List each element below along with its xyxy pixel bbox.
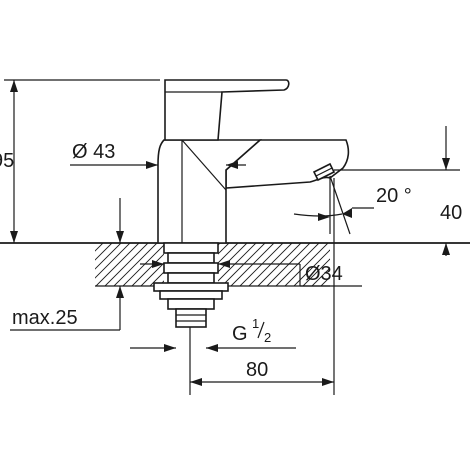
label-max-thickness: max.25 <box>12 307 78 329</box>
hatch-line <box>320 276 330 286</box>
hatch-line <box>339 243 382 286</box>
arrow-right-80 <box>322 378 334 386</box>
hatch-line <box>113 243 158 286</box>
body-bevel-line <box>181 139 227 191</box>
hatch-line <box>311 267 330 286</box>
arrow-angle-right <box>342 208 352 218</box>
label-thread-num: 1 <box>252 316 259 331</box>
label-shank-diameter: Ø34 <box>305 263 343 285</box>
arrow-right-34 <box>152 260 164 268</box>
shank-ring-1 <box>167 252 215 264</box>
hatch-line <box>95 243 104 252</box>
arrow-right-thread <box>164 344 176 352</box>
arrow-left-43 <box>226 161 238 169</box>
dimension-body-diameter: Ø 43 <box>70 141 246 169</box>
label-reach: 80 <box>246 359 268 381</box>
fixing-nut <box>159 290 223 300</box>
hatch-line <box>293 249 330 286</box>
hatch-line <box>95 243 140 286</box>
arrow-left-thread <box>206 344 218 352</box>
hatch-line <box>357 243 400 286</box>
angle-flow-line <box>329 175 351 235</box>
arrow-up-25 <box>116 286 124 298</box>
hatch-line <box>284 243 329 286</box>
shank-ring-2 <box>163 262 219 274</box>
aerator-detail <box>315 167 333 177</box>
hatch-line <box>104 243 149 286</box>
hatch-line <box>95 243 131 279</box>
hatch-line <box>95 243 113 261</box>
arrow-angle-left <box>318 213 330 221</box>
dimension-spout-angle: 20 ° <box>293 175 412 235</box>
arrow-down-40 <box>442 158 450 170</box>
dimension-reach: 80 <box>190 178 335 395</box>
hatch-line <box>348 243 391 286</box>
label-height-total: 95 <box>0 150 14 172</box>
hatch-line <box>302 258 330 286</box>
arrow-down-25 <box>116 231 124 243</box>
arrow-right-43 <box>146 161 158 169</box>
shank-top <box>163 242 219 254</box>
threaded-connector <box>175 308 207 328</box>
dimension-spout-height: 40 <box>334 126 462 256</box>
shank-ring-3 <box>167 272 215 284</box>
label-thread-den: 2 <box>264 330 271 345</box>
label-spout-angle: 20 ° <box>376 185 412 207</box>
dimension-thread: G 1 2 <box>130 316 296 395</box>
lock-nut <box>167 298 215 310</box>
label-body-diameter: Ø 43 <box>72 141 115 163</box>
arrow-left-80 <box>190 378 202 386</box>
faucet <box>153 79 350 328</box>
arrow-down <box>10 231 18 243</box>
faucet-body <box>157 139 263 244</box>
hatch-line <box>95 243 122 270</box>
faucet-lever <box>164 79 290 141</box>
fixing-washer <box>153 282 229 292</box>
arrow-up <box>10 80 18 92</box>
label-thread-prefix: G <box>232 323 248 345</box>
arrow-up-40 <box>442 243 450 255</box>
dimension-max-thickness: max.25 <box>10 198 124 331</box>
dimension-height-total: 95 <box>0 79 160 243</box>
arrow-left-34 <box>218 260 230 268</box>
thread-fraction-slash <box>257 321 265 339</box>
dimension-shank-diameter: Ø34 <box>140 260 362 287</box>
label-spout-height: 40 <box>440 202 462 224</box>
